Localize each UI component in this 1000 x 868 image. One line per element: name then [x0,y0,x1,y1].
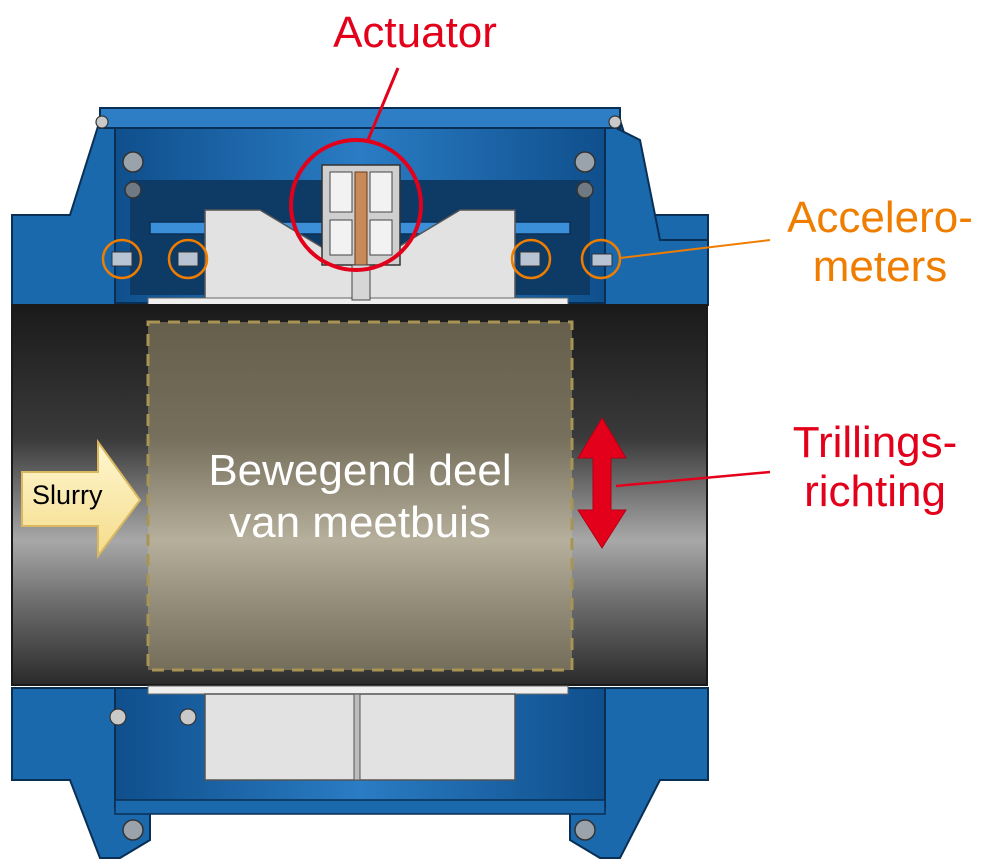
top-cover-plate [99,107,621,129]
right-arrow-icon [21,438,142,559]
bolt [124,181,142,199]
accelerometer [591,253,613,267]
bolt [576,181,594,199]
double-vertical-arrow-icon [577,417,627,549]
moving-section-label: Bewegend deel van meetbuis [148,445,572,549]
moving-section-label-line1: Bewegend deel [208,446,512,495]
accelerometer [177,251,199,267]
slurry-flow-label: Slurry [32,480,103,510]
lower-spring-rod [353,693,361,781]
vibration-direction-label-line1: Trillings- [792,418,958,467]
bolt [574,819,596,841]
actuator-highlight-circle [289,138,423,272]
bolt [122,819,144,841]
accelerometers-label-line1: Accelero- [787,193,973,242]
lower-frame [11,685,709,859]
accelerometer [111,251,133,267]
bolt [608,115,622,129]
accelerometer-marker [580,238,622,280]
accelerometer-marker [510,238,552,280]
bolt [95,115,109,129]
accelerometers-label: Accelero- meters [770,193,990,292]
bolt [109,708,127,726]
lower-bottom-bar [114,799,606,815]
accelerometers-label-line2: meters [812,242,948,292]
vibration-direction-label-line2: richting [804,467,946,517]
accelerometer-marker [101,238,143,280]
moving-section-label-line2: van meetbuis [229,497,491,547]
actuator-leader-line [366,67,400,141]
accelerometer [519,251,541,267]
bolt [122,151,144,173]
lower-base-plate [147,685,569,695]
accelerometer-leader-line [619,239,771,259]
vibration-direction-label: Trillings- richting [765,418,985,517]
actuator-label: Actuator [333,8,497,57]
moving-pipe-section [146,320,574,672]
bolt [574,151,596,173]
vibration-leader-line [615,470,771,488]
actuator-device [321,164,401,301]
bolt [179,708,197,726]
accelerometer-marker [167,238,209,280]
